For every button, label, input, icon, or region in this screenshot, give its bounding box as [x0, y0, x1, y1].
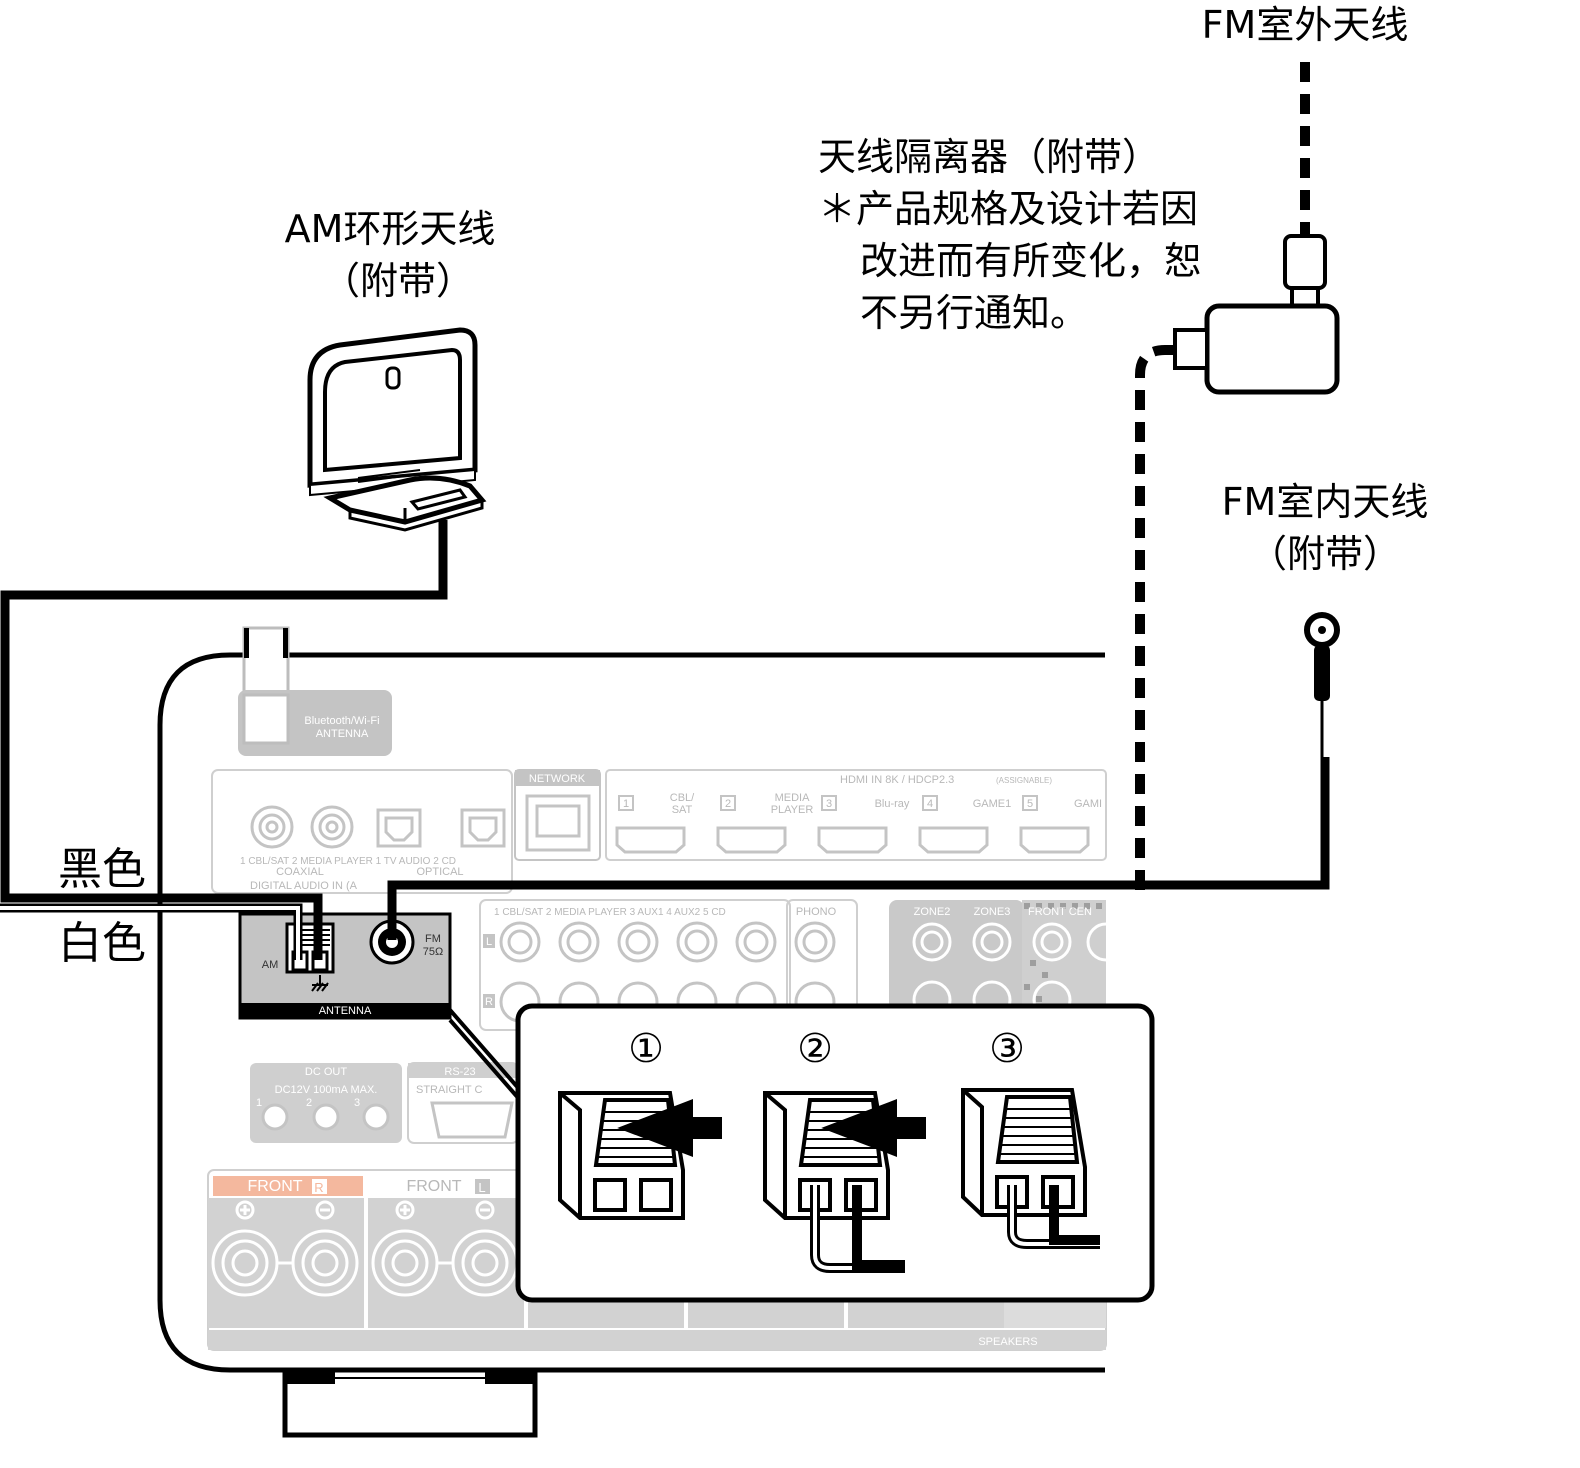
am-antenna-cable [0, 520, 448, 960]
fm-outdoor-antenna-cable [1135, 62, 1310, 890]
antenna-isolator [1173, 234, 1340, 395]
phono-label: PHONO [796, 906, 837, 918]
step-1-terminal [558, 1091, 722, 1220]
isolator-note-1: ＊产品规格及设计若因 [818, 187, 1198, 231]
dc-out-block: DC OUT DC12V 100mA MAX. 1 2 3 RS-23 STRA… [250, 1062, 519, 1144]
speaker-terminal-block: FRONT R FRONT L SPEAKERS [207, 1169, 1107, 1351]
front-l-label: FRONT [406, 1178, 461, 1195]
coax-optical-labels: 1 CBL/SAT 2 MEDIA PLAYER 1 TV AUDIO 2 CD [240, 856, 456, 867]
step-2-number: ② [797, 1026, 833, 1072]
step-1-number: ① [628, 1026, 664, 1072]
speakers-label: SPEAKERS [978, 1336, 1037, 1348]
hdmi-2-name-b: PLAYER [771, 804, 814, 816]
dc-out-label: DC OUT [305, 1066, 347, 1078]
isolator-label: 天线隔离器（附带） [818, 135, 1160, 179]
digital-audio-in-label: DIGITAL AUDIO IN (A [250, 880, 358, 892]
optical-label: OPTICAL [416, 866, 463, 878]
hdmi-3-name: Blu-ray [875, 798, 910, 810]
hdmi-1-number: 1 [623, 798, 629, 810]
bluetooth-wifi-antenna: Bluetooth/Wi-Fi ANTENNA [238, 626, 392, 756]
am-terminal-label: AM [262, 959, 279, 971]
isolator-note-2: 改进而有所变化，恕 [860, 239, 1202, 283]
hdmi-assignable: (ASSIGNABLE) [996, 776, 1052, 785]
bt-antenna-label-2: ANTENNA [316, 728, 369, 740]
labels: FM室外天线 天线隔离器（附带） ＊产品规格及设计若因 改进而有所变化，恕 不另… [58, 3, 1428, 969]
left-channel-mark: L [486, 936, 492, 948]
step-2-terminal [763, 1091, 926, 1273]
white-wire-label: 白色 [58, 918, 146, 969]
network-port: NETWORK [514, 769, 601, 861]
zone3-label: ZONE3 [974, 906, 1011, 918]
hdmi-5-number: 5 [1027, 798, 1033, 810]
dc-3-label: 3 [354, 1097, 360, 1109]
fm-indoor-antenna [387, 612, 1340, 940]
front-r-label: FRONT [247, 1178, 302, 1195]
hdmi-header: HDMI IN 8K / HDCP2.3 [840, 774, 954, 786]
fm-impedance-label: 75Ω [423, 946, 443, 958]
dc-1-label: 1 [256, 1097, 262, 1109]
am-loop-antenna-supplied: （附带） [322, 259, 474, 303]
zone2-label: ZONE2 [914, 906, 951, 918]
dc-spec-label: DC12V 100mA MAX. [275, 1084, 378, 1096]
analog-input-labels: 1 CBL/SAT 2 MEDIA PLAYER 3 AUX1 4 AUX2 5… [494, 907, 726, 918]
antenna-terminal-block: ANTENNA AM FM 75Ω [238, 912, 452, 1020]
isolator-note-3: 不另行通知。 [860, 291, 1088, 335]
step-3-number: ③ [989, 1026, 1025, 1072]
hdmi-1-name-a: CBL/ [670, 792, 695, 804]
receiver-rear-panel: Bluetooth/Wi-Fi ANTENNA 1 CBL/SAT 2 MEDI… [157, 626, 1126, 1438]
bt-antenna-label-1: Bluetooth/Wi-Fi [304, 715, 379, 727]
digital-audio-in-block: 1 CBL/SAT 2 MEDIA PLAYER 1 TV AUDIO 2 CD… [211, 769, 513, 894]
coaxial-label: COAXIAL [276, 866, 324, 878]
callout-steps: ① ② ③ [448, 1003, 1155, 1303]
antenna-label: ANTENNA [319, 1005, 372, 1017]
hdmi-4-name: GAME1 [973, 798, 1012, 810]
front-center-label: FRONT CEN [1028, 906, 1092, 918]
hdmi-2-number: 2 [725, 798, 731, 810]
hdmi-5-name: GAMI [1074, 798, 1102, 810]
right-channel-mark: R [485, 996, 493, 1008]
rs232-straight-label: STRAIGHT C [416, 1084, 482, 1096]
network-label: NETWORK [529, 773, 586, 785]
am-loop-antenna [307, 327, 487, 532]
step-3-terminal [961, 1088, 1100, 1249]
hdmi-input-block: HDMI IN 8K / HDCP2.3 (ASSIGNABLE) 1 CBL/… [605, 769, 1107, 861]
fm-terminal-label: FM [425, 933, 441, 945]
black-wire-label: 黑色 [58, 844, 146, 895]
fm-indoor-antenna-supplied: （附带） [1249, 532, 1401, 576]
fm-outdoor-antenna-label: FM室外天线 [1202, 3, 1409, 47]
am-loop-antenna-label: AM环形天线 [285, 207, 496, 251]
front-l-badge: L [478, 1180, 485, 1195]
front-r-badge: R [314, 1180, 323, 1195]
hdmi-3-number: 3 [826, 798, 832, 810]
fm-indoor-antenna-label: FM室内天线 [1222, 480, 1429, 524]
zone-output-block: ZONE2 ZONE3 FRONT CEN [889, 900, 1126, 1020]
dc-2-label: 2 [306, 1097, 312, 1109]
hdmi-4-number: 4 [927, 798, 933, 810]
hdmi-1-name-b: SAT [672, 804, 693, 816]
rs232-label: RS-23 [444, 1066, 475, 1078]
hdmi-2-name-a: MEDIA [775, 792, 811, 804]
